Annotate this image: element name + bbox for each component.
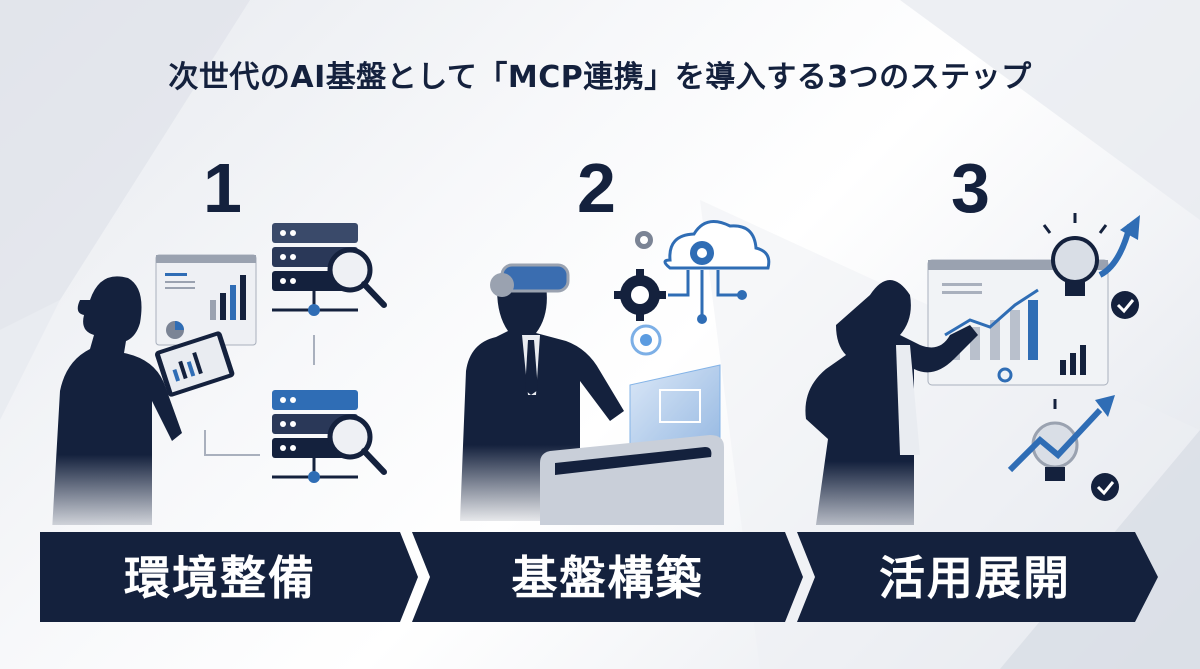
lightbulb-icon [1031,399,1079,481]
step-label-3: 活用展開 [879,551,1071,605]
step-label-1: 環境整備 [124,551,316,605]
page-title: 次世代のAI基盤として「MCP連携」を導入する3つのステップ [168,60,1032,95]
woman-with-tablet-servers-search-icon [52,223,387,525]
lightbulb-icon [1042,213,1108,296]
woman-presenting-chart-lightbulb-icon [805,213,1140,525]
magnifier-icon [327,247,387,308]
cloud-icon [663,220,771,324]
checkmark-icon [1111,291,1139,319]
gear-icon [635,231,653,249]
gear-icon [614,269,666,321]
step-number-1: 1 [203,149,242,227]
man-with-vr-headset-cloud-gears-icon [460,220,771,525]
step-number-2: 2 [577,149,616,227]
step-label-2: 基盤構築 [511,551,704,605]
step-number-3: 3 [951,149,990,227]
checkmark-icon [1091,473,1119,501]
magnifier-icon [327,414,387,475]
